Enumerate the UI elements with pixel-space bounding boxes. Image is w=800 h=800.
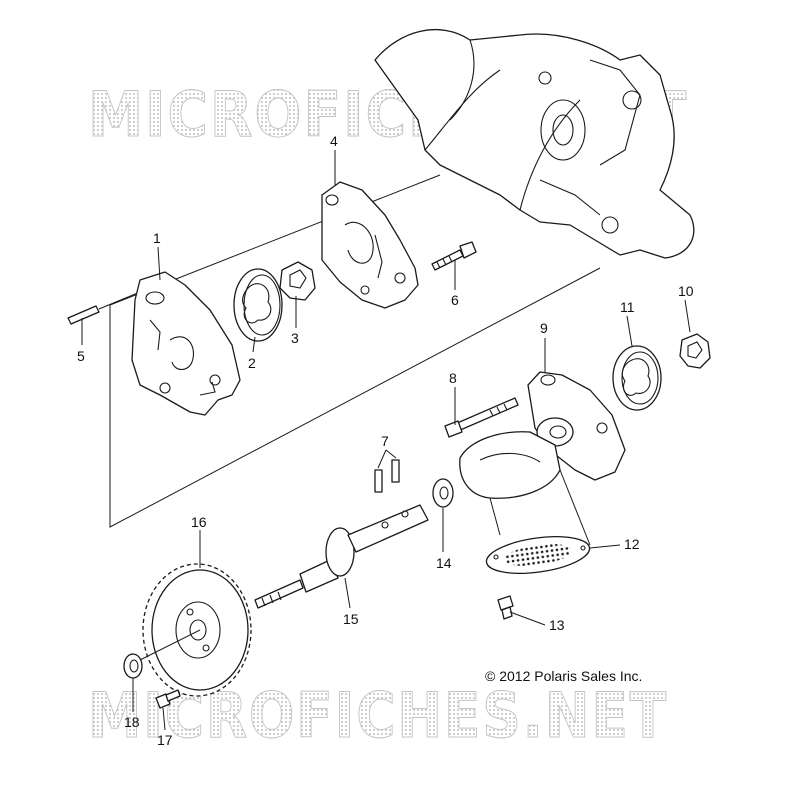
callout-7: 7 — [381, 433, 389, 449]
outer-rotor-part-11 — [612, 345, 662, 411]
callout-17: 17 — [157, 732, 173, 748]
outer-rotor-part-2 — [233, 268, 283, 342]
pins-part-7 — [374, 459, 400, 493]
washer-part-18 — [123, 629, 201, 679]
long-bolt-part-8 — [444, 397, 519, 438]
dowel-pin-part-5 — [67, 291, 141, 325]
callout-10: 10 — [678, 283, 694, 299]
callout-labels: 1 2 3 4 5 6 7 8 9 10 11 12 13 14 15 16 1… — [77, 133, 694, 748]
callout-6: 6 — [451, 292, 459, 308]
bolt-part-17 — [155, 689, 181, 709]
callout-15: 15 — [343, 611, 359, 627]
screw-part-13 — [497, 595, 514, 620]
washer-part-14 — [432, 478, 454, 508]
callout-5: 5 — [77, 348, 85, 364]
callout-3: 3 — [291, 330, 299, 346]
inner-rotor-part-3 — [279, 261, 316, 301]
callout-2: 2 — [248, 355, 256, 371]
callout-9: 9 — [540, 320, 548, 336]
pump-housing-part-1 — [131, 271, 241, 416]
callout-12: 12 — [624, 536, 640, 552]
callout-1: 1 — [153, 230, 161, 246]
callout-11: 11 — [620, 299, 635, 315]
gear-part-16 — [142, 563, 252, 697]
callout-4: 4 — [330, 133, 338, 149]
callout-13: 13 — [549, 617, 565, 633]
shaft-part-15 — [254, 504, 429, 609]
oil-screen-part-12 — [485, 536, 591, 574]
copyright-text: © 2012 Polaris Sales Inc. — [485, 668, 642, 684]
bolt-part-6 — [431, 241, 477, 271]
pump-body-part-4 — [321, 181, 419, 309]
callout-18: 18 — [124, 714, 140, 730]
engine-case — [374, 28, 695, 259]
callout-14: 14 — [436, 555, 452, 571]
pickup-housing — [459, 431, 591, 546]
callout-16: 16 — [191, 514, 207, 530]
callout-8: 8 — [449, 370, 457, 386]
inner-rotor-part-10 — [679, 333, 711, 369]
leader-lines — [81, 150, 691, 731]
